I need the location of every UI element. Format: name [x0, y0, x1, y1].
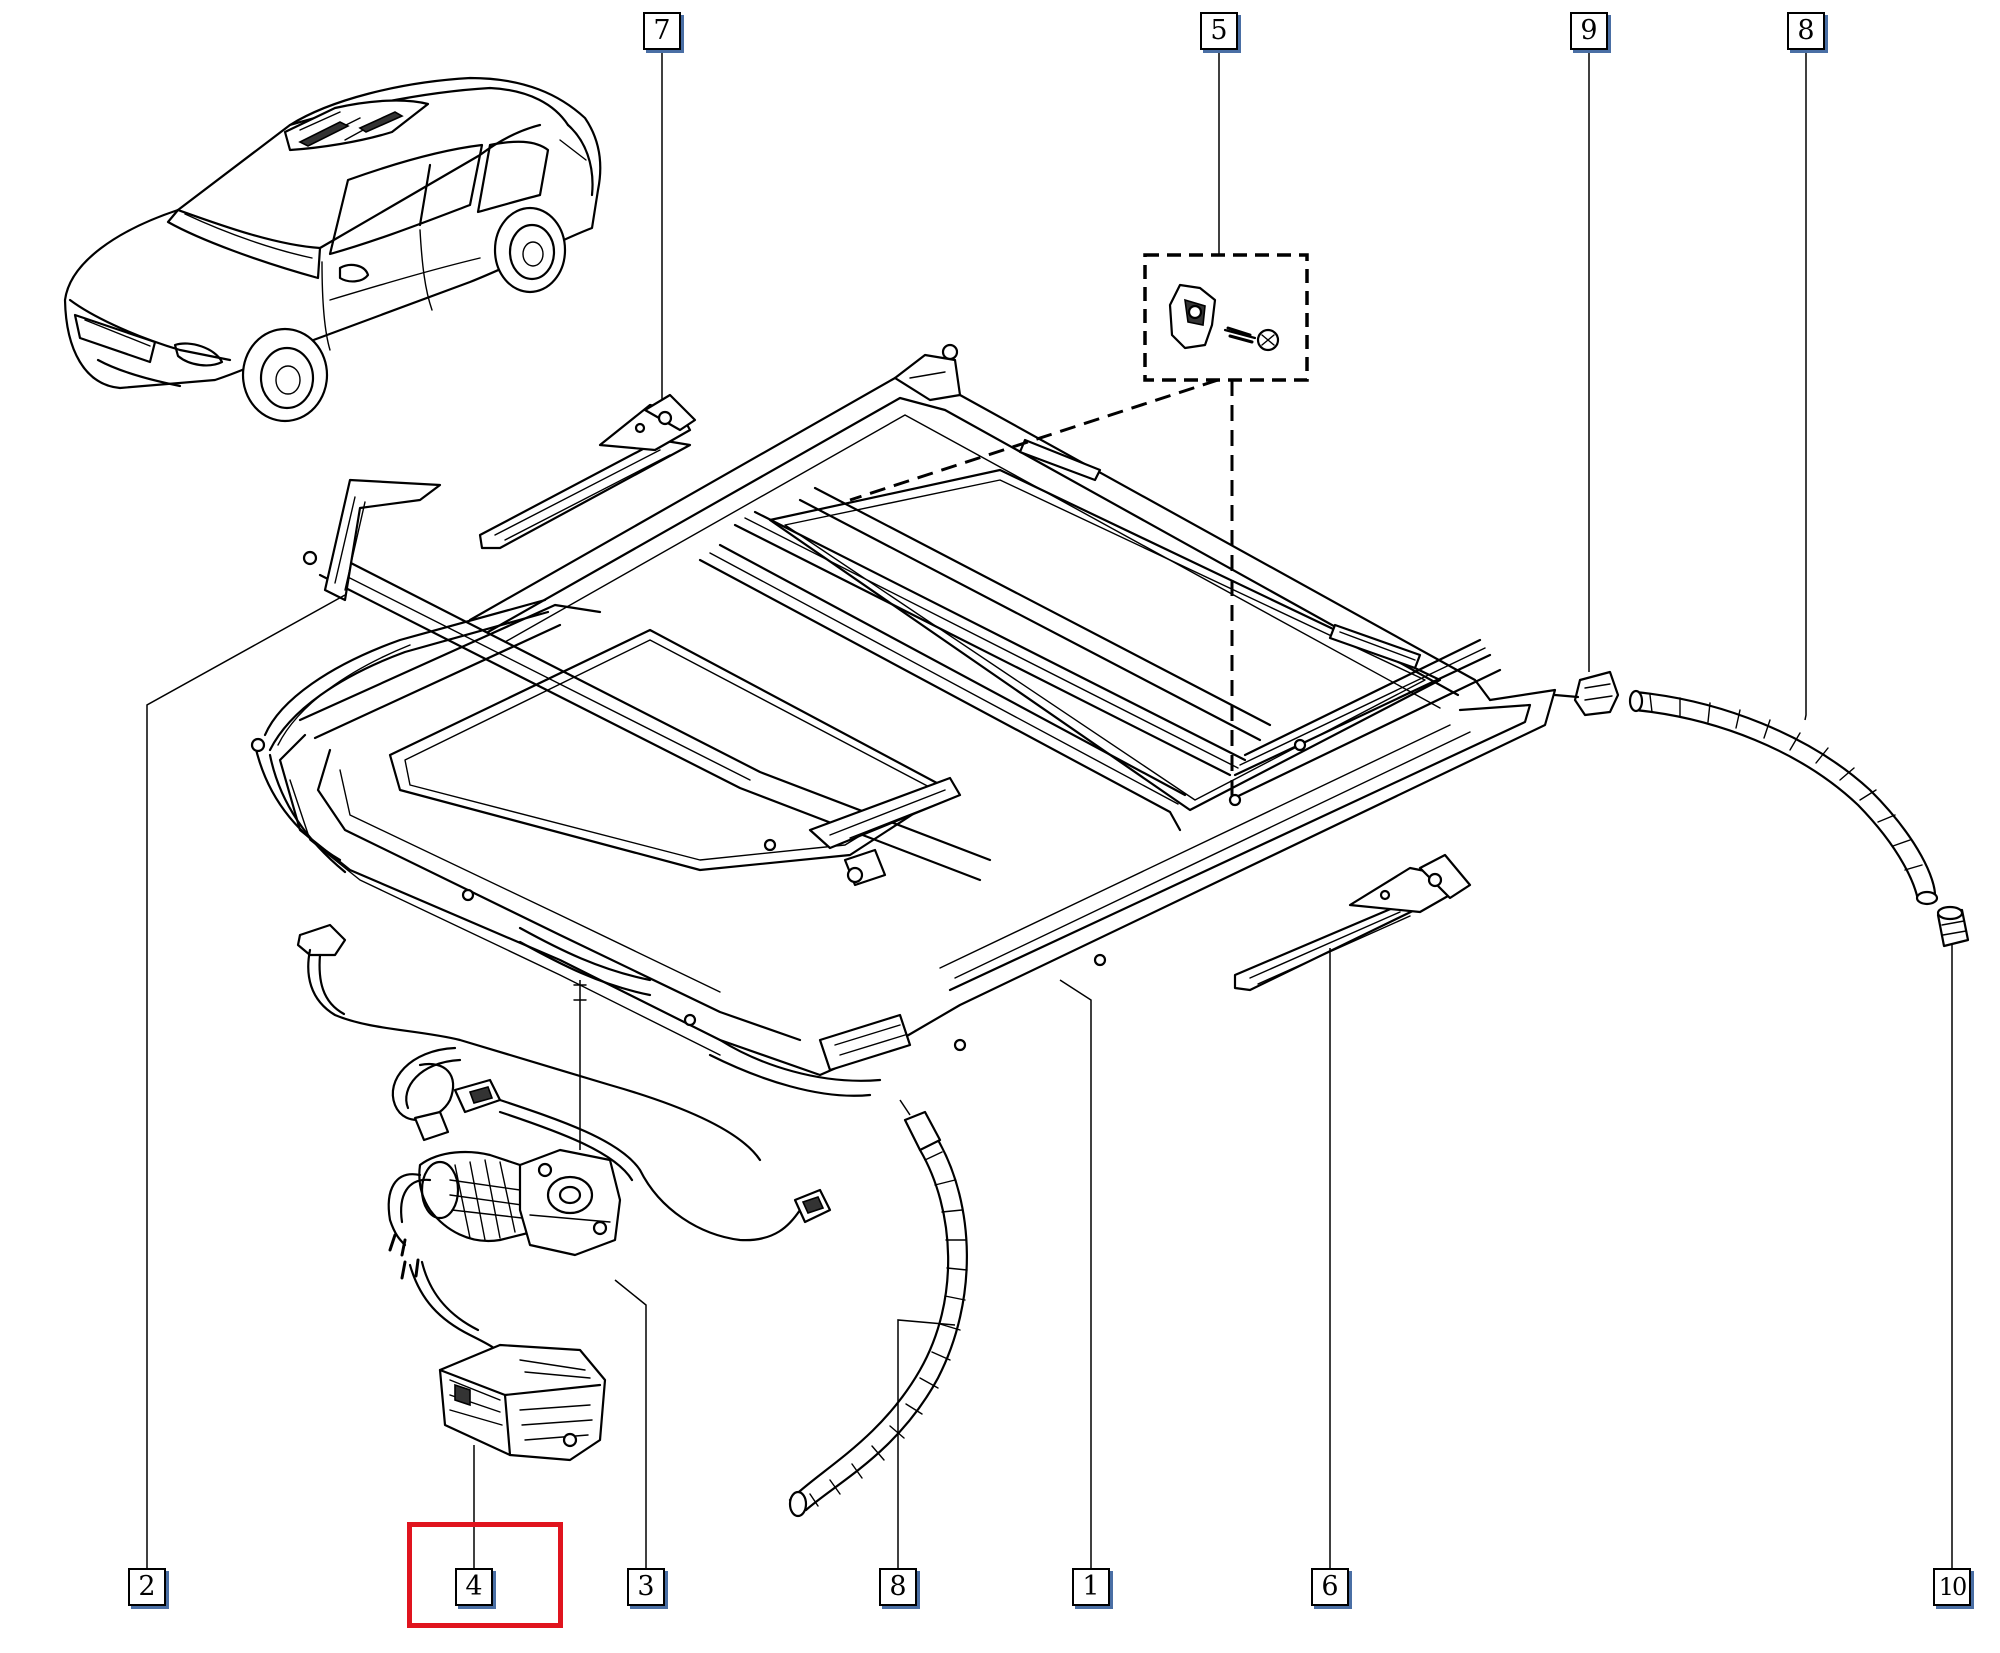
highlight-box-4 [407, 1522, 563, 1628]
clip-screw-5 [849, 253, 1309, 805]
callout-1: 1 [1072, 1568, 1110, 1606]
callout-2: 2 [128, 1568, 166, 1606]
drain-valve-10 [1936, 905, 1970, 948]
car-illustration [63, 76, 602, 423]
leader-lines [146, 48, 1953, 1575]
sunroof-frame [250, 343, 1557, 1097]
callout-3: 3 [627, 1568, 665, 1606]
drain-hose-8 [1628, 689, 1939, 906]
callout-10: 10 [1933, 1568, 1971, 1606]
callout-6: 6 [1311, 1568, 1349, 1606]
callout-8-top: 8 [1787, 12, 1825, 50]
guide-bracket-7 [478, 393, 697, 550]
callout-9: 9 [1570, 12, 1608, 50]
sunroof-motor-3 [296, 923, 832, 1257]
guide-bracket-6 [1233, 853, 1472, 992]
callout-8-bottom: 8 [879, 1568, 917, 1606]
callout-7: 7 [643, 12, 681, 50]
drain-connector-9 [1553, 670, 1620, 717]
control-unit-4 [400, 1258, 607, 1462]
callout-4: 4 [455, 1568, 493, 1606]
drain-hose-8-front [788, 1099, 968, 1518]
callout-5: 5 [1200, 12, 1238, 50]
